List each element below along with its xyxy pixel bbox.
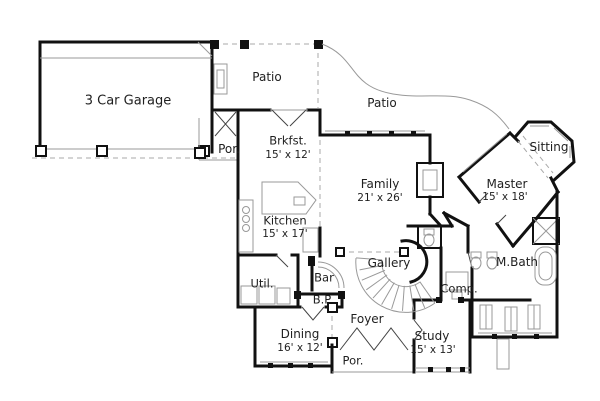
room-label-porch-side: Por. <box>218 142 240 156</box>
room-label-foyer: Foyer <box>350 312 384 326</box>
spiral-staircase <box>355 239 436 313</box>
room-dims-kitchen: 15' x 17' <box>262 227 308 240</box>
patio-curve <box>321 43 510 130</box>
room-label-bar: Bar <box>314 270 334 285</box>
room-dims-master: 15' x 18' <box>482 190 528 203</box>
room-dims-brkfst: 15' x 12' <box>265 148 311 161</box>
kitchen-fixtures <box>238 181 317 305</box>
room-label-gallery: Gallery <box>367 256 411 270</box>
room-label-porch-front: Por. <box>342 353 364 368</box>
room-label-family: Family <box>360 177 400 191</box>
gallery-colonnade <box>335 247 409 257</box>
window-ticks <box>268 131 539 372</box>
room-label-study: Study <box>414 329 450 343</box>
room-dims-dining: 16' x 12' <box>277 341 323 354</box>
covered-patio <box>210 40 323 108</box>
room-label-patio-upper: Patio <box>252 70 282 84</box>
room-label-kitchen: Kitchen <box>263 213 307 228</box>
room-label-bp: B.P <box>312 292 332 307</box>
room-label-master: Master <box>486 177 528 191</box>
room-label-garage: 3 Car Garage <box>84 93 172 109</box>
room-label-mbath: M.Bath <box>495 255 539 269</box>
room-label-sitting: Sitting <box>529 140 569 154</box>
room-label-patio-lower: Patio <box>367 96 397 110</box>
room-dims-family: 21' x 26' <box>357 191 403 204</box>
room-label-brkfst: Brkfst. <box>269 133 307 148</box>
room-label-comp: Comp. <box>440 281 478 296</box>
master-suite-walls <box>456 120 576 370</box>
room-label-util: Util. <box>250 276 274 291</box>
house-walls <box>236 108 474 374</box>
side-porch <box>194 108 240 161</box>
room-label-dining: Dining <box>280 327 320 341</box>
room-dims-study: 15' x 13' <box>410 343 456 356</box>
